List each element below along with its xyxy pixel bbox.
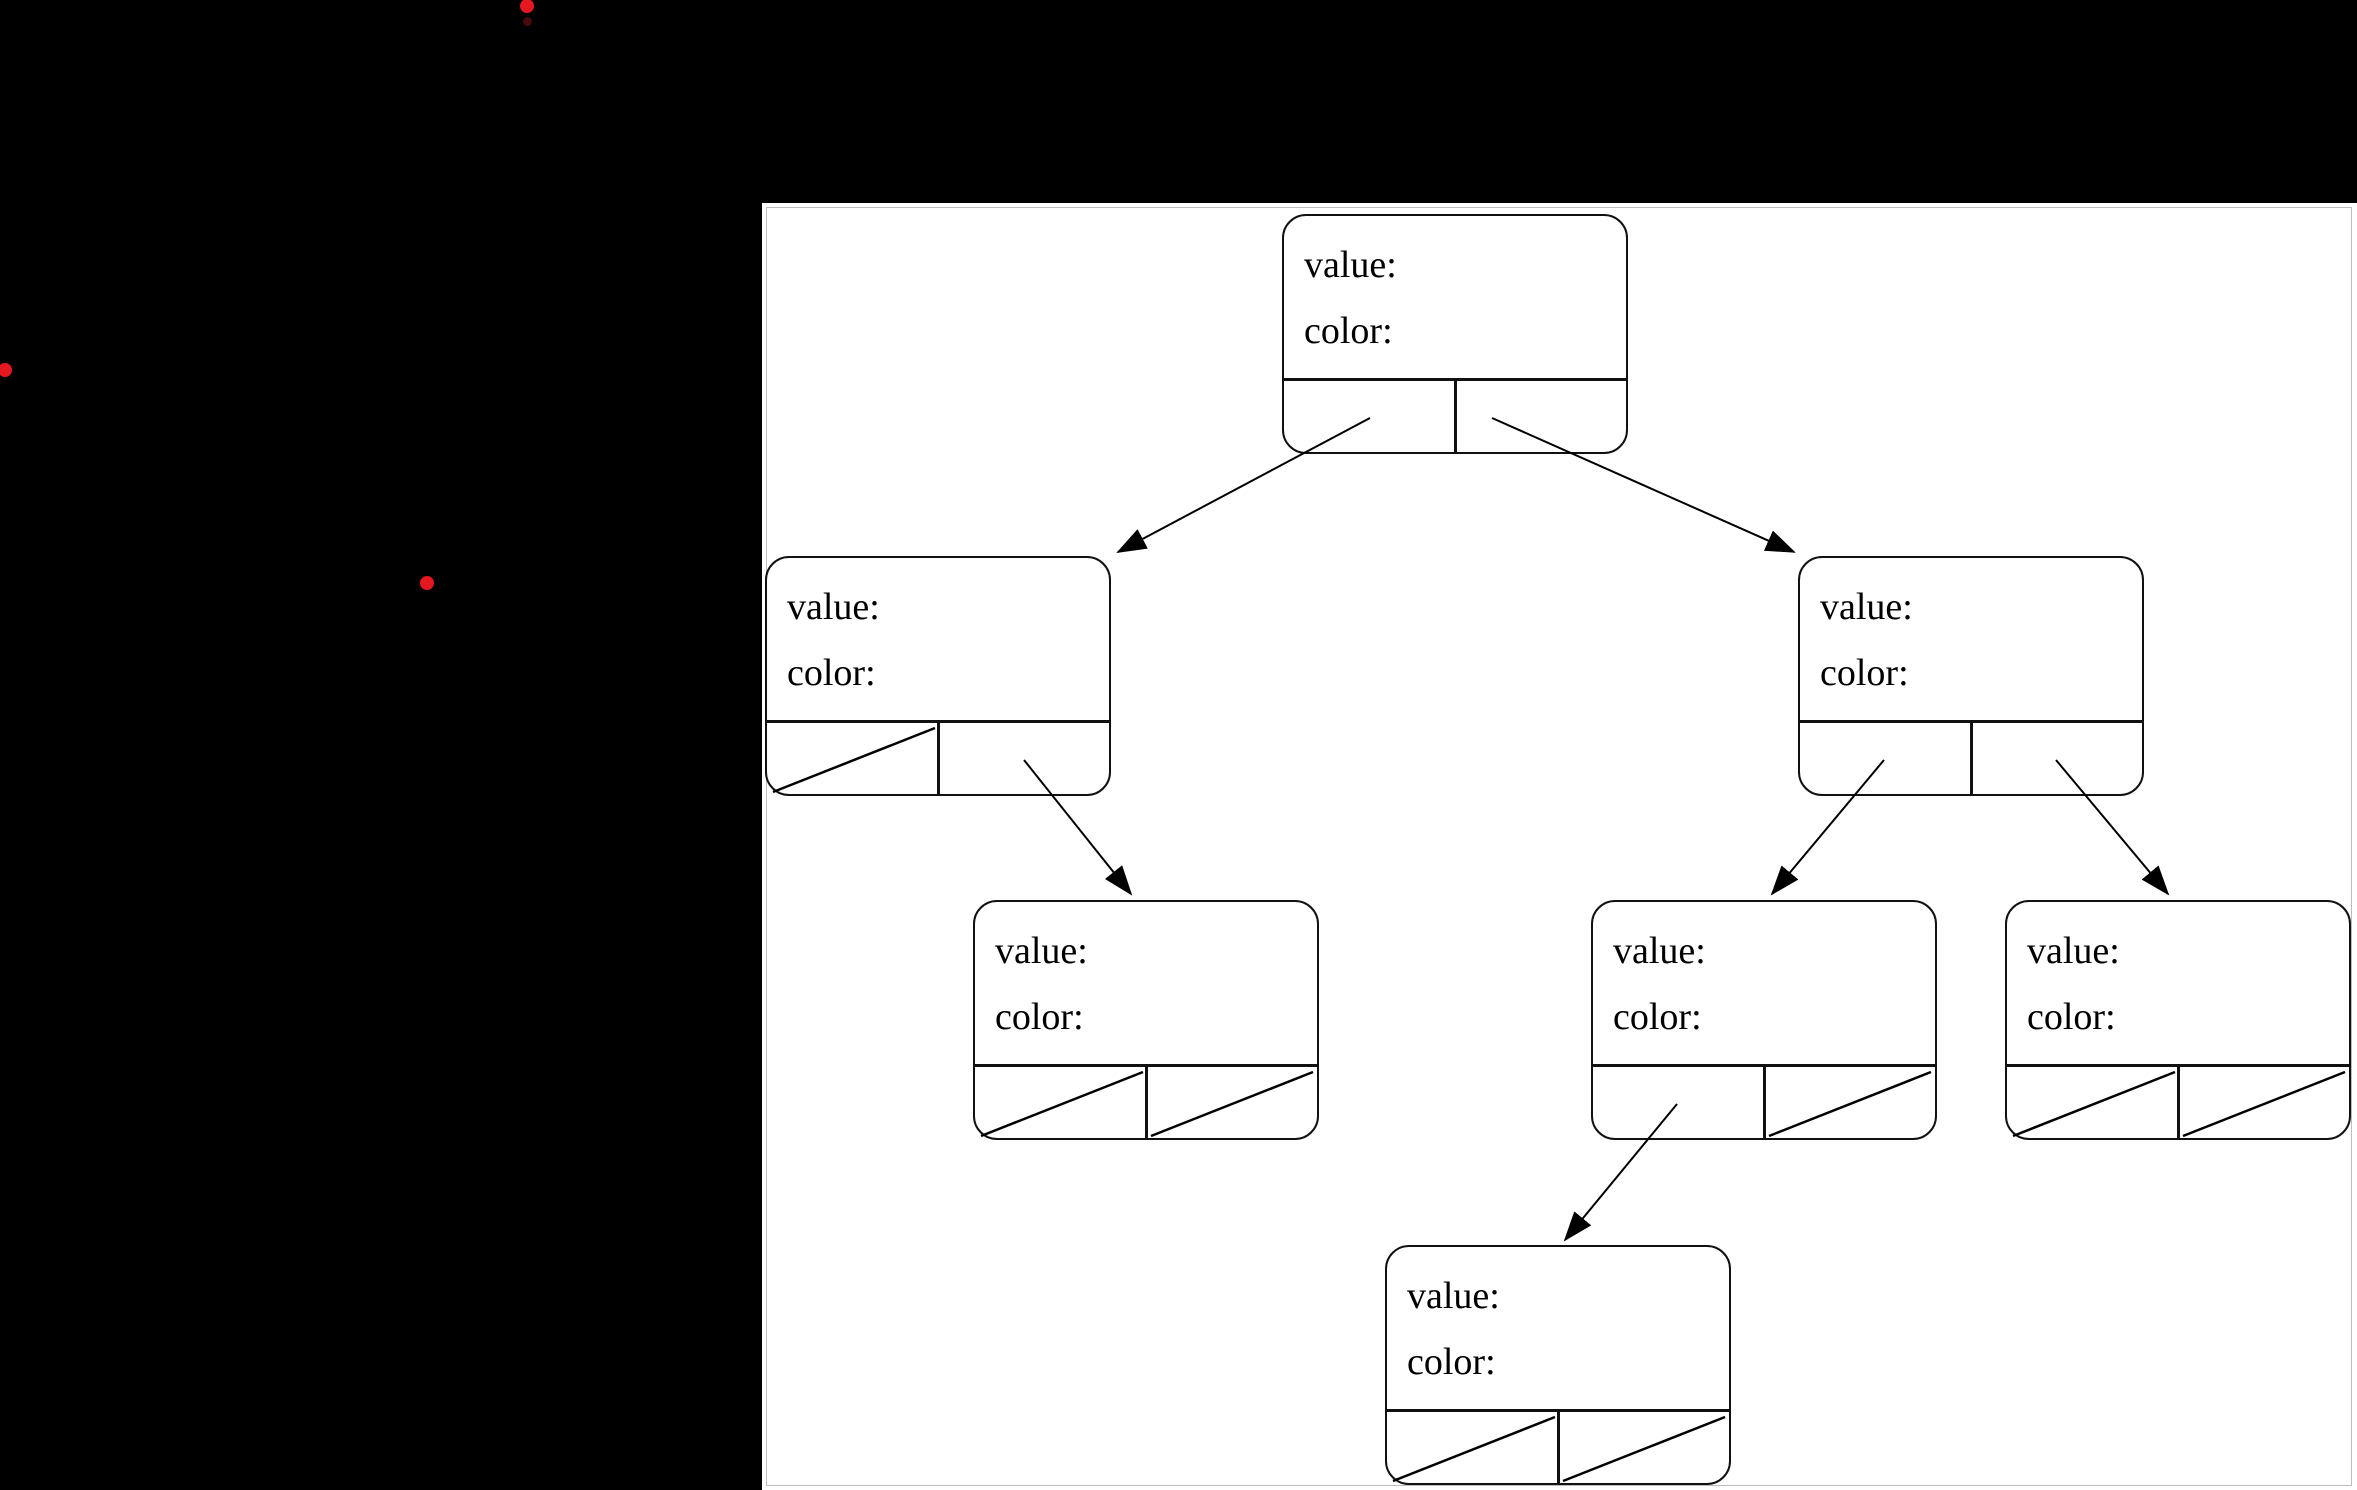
tree-node-root: value: color: — [1282, 214, 1628, 454]
value-label: value: — [1820, 586, 1913, 628]
color-label: color: — [1304, 310, 1393, 352]
node-labels: value: color: — [1387, 1247, 1729, 1409]
left-pointer-cell — [1593, 1067, 1763, 1138]
left-pointer-cell — [1800, 723, 1970, 794]
node-labels: value: color: — [767, 558, 1109, 720]
right-pointer-cell — [1556, 1412, 1730, 1483]
color-label: color: — [995, 996, 1084, 1038]
value-label: value: — [995, 930, 1088, 972]
right-pointer-cell — [1762, 1067, 1936, 1138]
pointer-cells — [1593, 1064, 1935, 1138]
left-pointer-cell — [2007, 1067, 2177, 1138]
left-pointer-cell — [767, 723, 937, 794]
pointer-cells — [1800, 720, 2142, 794]
right-pointer-cell — [1453, 381, 1627, 452]
value-label: value: — [2027, 930, 2120, 972]
right-pointer-cell — [936, 723, 1110, 794]
right-pointer-cell — [1144, 1067, 1318, 1138]
node-labels: value: color: — [1800, 558, 2142, 720]
color-label: color: — [1820, 652, 1909, 694]
color-label: color: — [787, 652, 876, 694]
value-label: value: — [787, 586, 880, 628]
faint-red-dot — [523, 17, 532, 26]
tree-node-rll: value: color: — [1385, 1245, 1731, 1485]
value-label: value: — [1613, 930, 1706, 972]
pointer-cells — [1284, 378, 1626, 452]
color-label: color: — [1613, 996, 1702, 1038]
left-pointer-cell — [975, 1067, 1145, 1138]
pointer-cells — [1387, 1409, 1729, 1483]
node-labels: value: color: — [1593, 902, 1935, 1064]
red-dot-left — [0, 363, 12, 377]
pointer-cells — [2007, 1064, 2349, 1138]
left-pointer-cell — [1387, 1412, 1557, 1483]
red-dot-top — [520, 0, 534, 13]
color-label: color: — [2027, 996, 2116, 1038]
tree-node-l: value: color: — [765, 556, 1111, 796]
node-labels: value: color: — [2007, 902, 2349, 1064]
pointer-cells — [767, 720, 1109, 794]
node-labels: value: color: — [975, 902, 1317, 1064]
tree-node-lr: value: color: — [973, 900, 1319, 1140]
right-pointer-cell — [1969, 723, 2143, 794]
tree-node-r: value: color: — [1798, 556, 2144, 796]
tree-node-rl: value: color: — [1591, 900, 1937, 1140]
left-pointer-cell — [1284, 381, 1454, 452]
pointer-cells — [975, 1064, 1317, 1138]
red-dot-mid-left — [420, 576, 434, 590]
value-label: value: — [1304, 244, 1397, 286]
color-label: color: — [1407, 1341, 1496, 1383]
value-label: value: — [1407, 1275, 1500, 1317]
tree-node-rr: value: color: — [2005, 900, 2351, 1140]
right-pointer-cell — [2176, 1067, 2350, 1138]
node-labels: value: color: — [1284, 216, 1626, 378]
